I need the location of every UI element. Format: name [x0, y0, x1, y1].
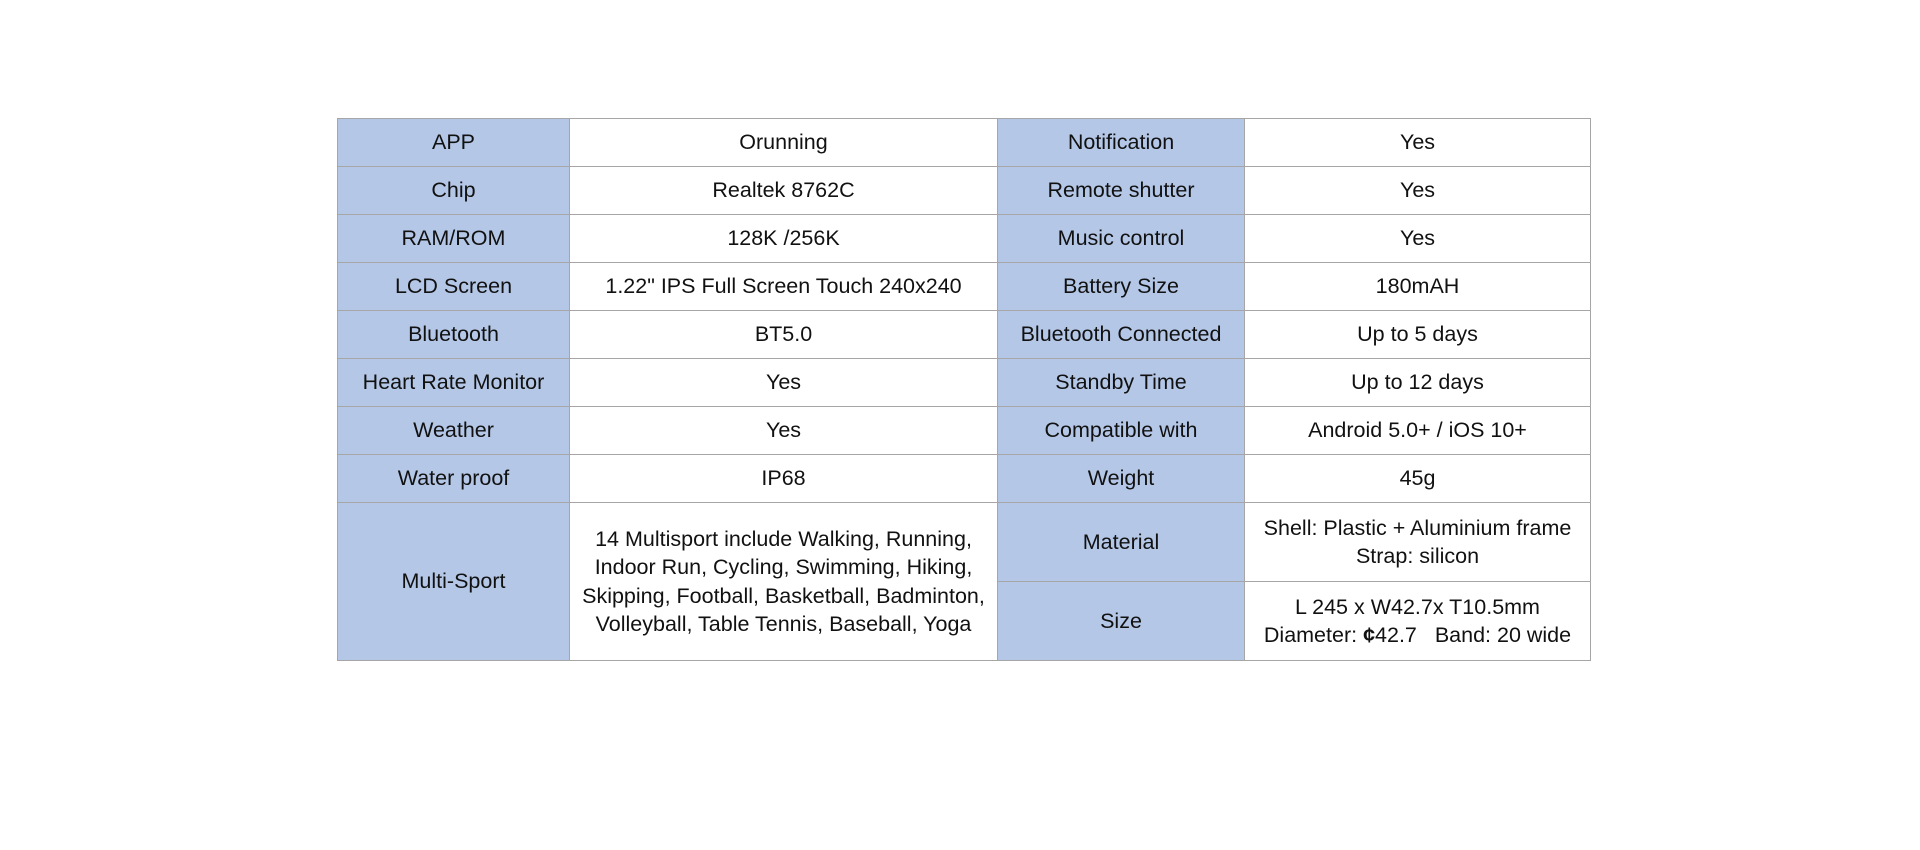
product-specification-table: APP Orunning Notification Yes Chip Realt…: [337, 118, 1591, 661]
size-diameter-value: 42.7: [1375, 623, 1417, 647]
multi-sport-line-1: 14 Multisport include Walking, Running,: [595, 526, 972, 551]
table-row: Bluetooth BT5.0 Bluetooth Connected Up t…: [337, 310, 1591, 359]
spec-label-notification: Notification: [997, 118, 1245, 167]
spec-value-bluetooth: BT5.0: [569, 310, 998, 359]
table-row: LCD Screen 1.22" IPS Full Screen Touch 2…: [337, 262, 1591, 311]
multi-sport-line-2: Indoor Run, Cycling, Swimming, Hiking,: [594, 555, 973, 580]
spec-value-weather: Yes: [569, 406, 998, 455]
spec-label-standby-time: Standby Time: [997, 358, 1245, 407]
spec-label-ram-rom: RAM/ROM: [337, 214, 570, 263]
size-diameter-label: Diameter:: [1263, 623, 1358, 647]
spec-value-weight: 45g: [1244, 454, 1591, 503]
spec-value-app: Orunning: [569, 118, 998, 167]
spec-value-multi-sport: 14 Multisport include Walking, Running, …: [569, 502, 998, 661]
table-row-multisport-material: Multi-Sport 14 Multisport include Walkin…: [337, 502, 1591, 661]
spec-label-music-control: Music control: [997, 214, 1245, 263]
spec-value-compatible-with: Android 5.0+ / iOS 10+: [1244, 406, 1591, 455]
spec-label-compatible-with: Compatible with: [997, 406, 1245, 455]
spec-value-lcd-screen: 1.22" IPS Full Screen Touch 240x240: [569, 262, 998, 311]
size-line-dimensions: L 245 x W42.7x T10.5mm: [1295, 594, 1540, 619]
spec-label-battery-size: Battery Size: [997, 262, 1245, 311]
spec-label-bluetooth-connected: Bluetooth Connected: [997, 310, 1245, 359]
table-row: Chip Realtek 8762C Remote shutter Yes: [337, 166, 1591, 215]
spec-value-heart-rate-monitor: Yes: [569, 358, 998, 407]
spec-value-battery-size: 180mAH: [1244, 262, 1591, 311]
spec-label-remote-shutter: Remote shutter: [997, 166, 1245, 215]
spec-value-bluetooth-connected: Up to 5 days: [1244, 310, 1591, 359]
table-row: Water proof IP68 Weight 45g: [337, 454, 1591, 503]
spec-label-water-proof: Water proof: [337, 454, 570, 503]
spec-label-heart-rate-monitor: Heart Rate Monitor: [337, 358, 570, 407]
spec-value-size: L 245 x W42.7x T10.5mm Diameter: ¢42.7 B…: [1244, 581, 1591, 661]
table-row: RAM/ROM 128K /256K Music control Yes: [337, 214, 1591, 263]
spec-value-remote-shutter: Yes: [1244, 166, 1591, 215]
table-row: Heart Rate Monitor Yes Standby Time Up t…: [337, 358, 1591, 407]
material-line-strap: Strap: silicon: [1355, 544, 1480, 568]
spec-label-size: Size: [997, 581, 1245, 661]
material-line-shell: Shell: Plastic + Aluminium frame: [1263, 515, 1572, 540]
spec-value-chip: Realtek 8762C: [569, 166, 998, 215]
spec-label-app: APP: [337, 118, 570, 167]
spec-value-water-proof: IP68: [569, 454, 998, 503]
spec-label-weight: Weight: [997, 454, 1245, 503]
spec-value-standby-time: Up to 12 days: [1244, 358, 1591, 407]
spec-label-chip: Chip: [337, 166, 570, 215]
spec-label-weather: Weather: [337, 406, 570, 455]
diameter-symbol-icon: ¢: [1363, 623, 1376, 647]
spec-label-material: Material: [997, 502, 1245, 582]
table-row: APP Orunning Notification Yes: [337, 118, 1591, 167]
multi-sport-line-3: Skipping, Football, Basketball, Badminto…: [582, 583, 985, 608]
spec-label-lcd-screen: LCD Screen: [337, 262, 570, 311]
multi-sport-line-4: Volleyball, Table Tennis, Baseball, Yoga: [595, 611, 972, 636]
spec-value-ram-rom: 128K /256K: [569, 214, 998, 263]
table-row: Weather Yes Compatible with Android 5.0+…: [337, 406, 1591, 455]
table-row-size: Size L 245 x W42.7x T10.5mm Diameter: ¢4…: [338, 581, 1591, 661]
size-line-diameter: Diameter: ¢42.7 Band: 20 wide: [1251, 621, 1584, 649]
spec-value-notification: Yes: [1244, 118, 1591, 167]
spec-value-music-control: Yes: [1244, 214, 1591, 263]
spec-value-material: Shell: Plastic + Aluminium frame Strap: …: [1244, 502, 1591, 582]
size-band-text: Band: 20 wide: [1434, 623, 1572, 647]
spec-label-multi-sport: Multi-Sport: [337, 502, 570, 661]
spec-label-bluetooth: Bluetooth: [337, 310, 570, 359]
